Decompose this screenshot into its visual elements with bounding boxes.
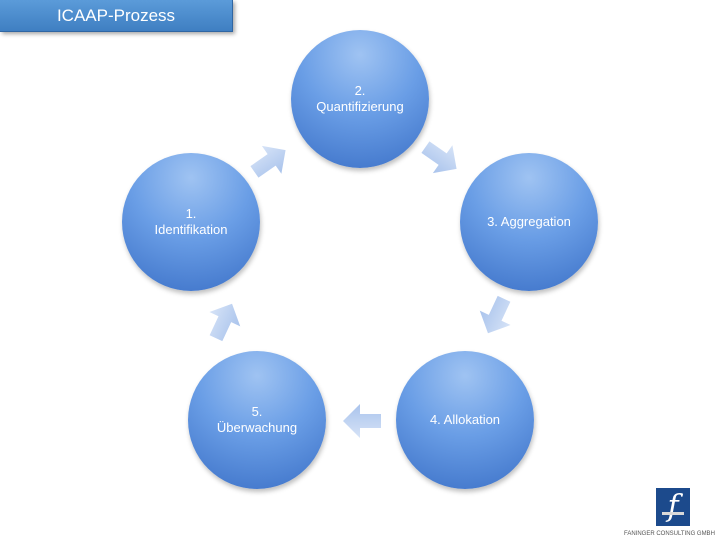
- page-title: ICAAP-Prozess: [0, 0, 233, 32]
- step-allokation: 4. Allokation: [396, 351, 534, 489]
- step-label-line2: Identifikation: [154, 222, 228, 237]
- company-logo: f FANINGER CONSULTING GMBH: [624, 480, 720, 540]
- logo-text: FANINGER CONSULTING GMBH: [624, 531, 715, 537]
- arrow-3-to-4: [479, 295, 511, 334]
- arrow-4-to-5: [343, 404, 381, 438]
- step-quantifizierung: 2. Quantifizierung: [291, 30, 429, 168]
- step-aggregation: 3. Aggregation: [460, 153, 598, 291]
- step-label-line1: 1.: [185, 206, 197, 221]
- step-label-line1: 5.: [251, 404, 263, 419]
- step-label-line2: Quantifizierung: [316, 99, 404, 114]
- step-label-line1: 3. Aggregation: [487, 214, 571, 229]
- step-ueberwachung: 5. Überwachung: [188, 351, 326, 489]
- step-label-line1: 2.: [354, 83, 366, 98]
- arrow-1-to-2: [250, 145, 286, 178]
- logo-mark-icon: f: [656, 488, 690, 526]
- arrow-5-to-1: [209, 303, 241, 342]
- step-label-line2: Überwachung: [216, 420, 298, 435]
- step-label-line1: 4. Allokation: [429, 412, 501, 427]
- step-identifikation: 1. Identifikation: [122, 153, 260, 291]
- arrow-2-to-3: [421, 141, 457, 174]
